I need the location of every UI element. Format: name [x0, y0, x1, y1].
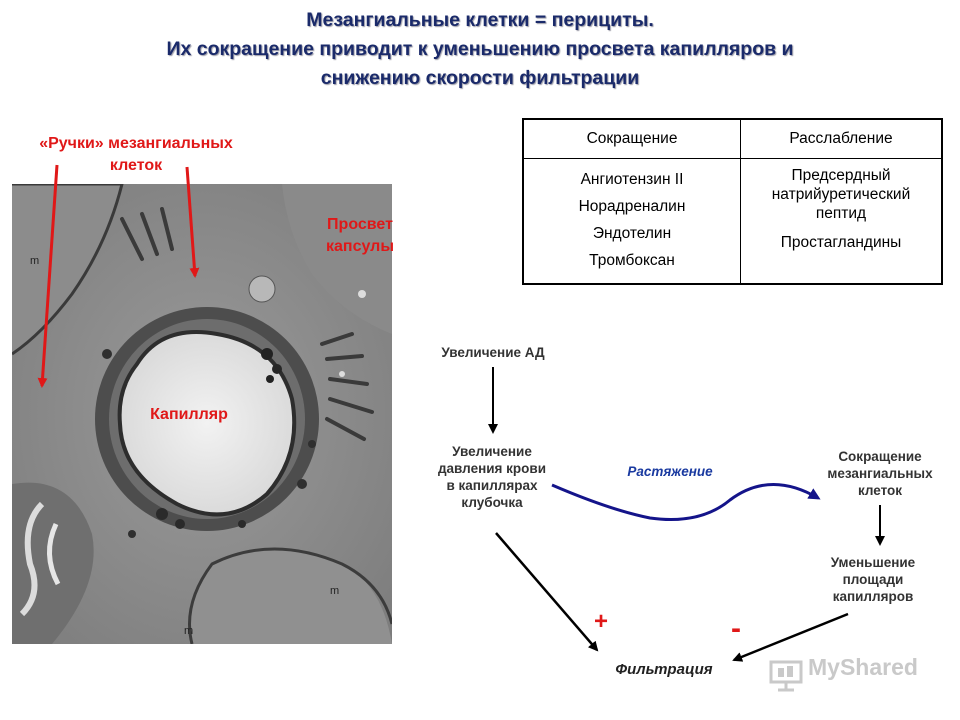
capillary-label: Капилляр — [150, 406, 228, 423]
list-item: Эндотелин — [592, 225, 672, 242]
list-item: Простагландины — [780, 234, 902, 251]
glomerular-pressure-node: Увеличение давления крови в капиллярах к… — [417, 443, 567, 511]
micrograph-marker-m: m — [330, 585, 339, 597]
handles-label-line-2: клеток — [109, 157, 163, 174]
title-line-2: Их сокращение приводит к уменьшению прос… — [166, 38, 794, 60]
list-item: Ангиотензин II — [580, 171, 684, 188]
regulation-table: Сокращение Расслабление Ангиотензин II Н… — [522, 118, 943, 285]
stretch-label: Растяжение — [627, 464, 713, 479]
contraction-line-1: Сокращение — [838, 449, 922, 464]
micrograph-marker-m: m — [184, 625, 193, 637]
pressure-line-1: Увеличение — [452, 444, 532, 459]
area-line-1: Уменьшение — [830, 555, 916, 570]
arrow-stretch — [551, 483, 821, 522]
table-header-row: Сокращение Расслабление — [522, 118, 943, 159]
arrow-pressure-to-filtration — [495, 532, 599, 652]
list-item: Предсердный — [791, 167, 891, 184]
filtration-node: Фильтрация — [615, 661, 713, 678]
header-relaxation: Расслабление — [740, 118, 943, 159]
list-item: натрийуретический — [771, 186, 911, 203]
capillary-area-node: Уменьшение площади капилляров — [808, 554, 938, 605]
pressure-line-2: давления крови — [437, 461, 547, 476]
mesangial-contraction-node: Сокращение мезангиальных клеток — [808, 448, 952, 499]
title-line-1: Мезангиальные клетки = перициты. — [306, 9, 654, 31]
list-item: Норадреналин — [578, 198, 686, 215]
slide-title: Мезангиальные клетки = перициты. Их сокр… — [0, 6, 960, 93]
pressure-line-4: клубочка — [461, 495, 523, 510]
electron-micrograph: m m m — [12, 184, 392, 644]
myshared-watermark: MyShared — [768, 652, 944, 696]
table-row: Ангиотензин II Норадреналин Эндотелин Тр… — [522, 158, 943, 285]
pressure-line-3: в капиллярах — [446, 478, 538, 493]
contraction-agents-cell: Ангиотензин II Норадреналин Эндотелин Тр… — [522, 158, 741, 285]
micrograph-marker-m: m — [30, 255, 39, 267]
list-item: Тромбоксан — [589, 252, 675, 269]
mesangial-handles-label: «Ручки» мезангиальных клеток — [14, 133, 258, 177]
lumen-label-line-2: капсулы — [326, 238, 394, 255]
list-item: пептид — [815, 205, 867, 222]
contraction-line-2: мезангиальных — [827, 466, 933, 481]
area-line-3: капилляров — [832, 589, 914, 604]
lumen-label-line-1: Просвет — [327, 216, 393, 233]
header-contraction: Сокращение — [522, 118, 741, 159]
capsule-lumen-label: Просвет капсулы — [312, 214, 408, 258]
watermark-text: MyShared — [808, 654, 918, 680]
bp-increase-node: Увеличение АД — [441, 345, 545, 360]
handles-label-line-1: «Ручки» мезангиальных — [39, 135, 233, 152]
title-line-3: снижению скорости фильтрации — [320, 67, 640, 89]
positive-effect-sign: + — [594, 608, 609, 635]
presentation-icon — [769, 660, 803, 692]
relaxation-agents-cell: Предсердный натрийуретический пептид Про… — [740, 158, 943, 285]
area-line-2: площади — [842, 572, 904, 587]
negative-effect-sign: - — [731, 612, 741, 645]
contraction-line-3: клеток — [857, 483, 903, 498]
